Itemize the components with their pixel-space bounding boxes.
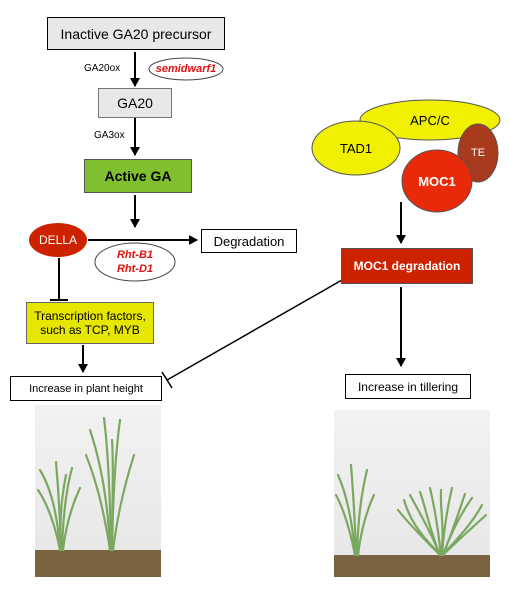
precursor-box: Inactive GA20 precursor	[47, 17, 225, 50]
tf-line2: such as TCP, MYB	[40, 323, 140, 337]
rht-b1-label: Rht-B1	[116, 249, 154, 261]
della-label: DELLA	[38, 233, 78, 247]
inhibit-moc1-to-height	[166, 279, 343, 381]
moc1-oval	[401, 149, 473, 213]
plant-height-box: Increase in plant height	[10, 376, 162, 401]
tillering-box: Increase in tillering	[345, 374, 471, 399]
rht-oval	[94, 242, 176, 282]
degradation-box: Degradation	[201, 229, 297, 253]
te-label: TE	[470, 147, 486, 159]
inhibit-bar-moc1	[161, 371, 173, 389]
semidwarf1-label: semidwarf1	[155, 63, 217, 75]
plant-height-label: Increase in plant height	[29, 382, 143, 395]
precursor-label: Inactive GA20 precursor	[60, 25, 212, 42]
apcc-label: APC/C	[410, 112, 450, 128]
transcription-factors-box: Transcription factors, such as TCP, MYB	[26, 302, 154, 344]
tf-line1: Transcription factors,	[34, 309, 146, 323]
ga20-label: GA20	[117, 95, 153, 111]
tillering-illustration	[334, 410, 490, 577]
degradation-label: Degradation	[213, 233, 285, 249]
tillering-label: Increase in tillering	[357, 379, 459, 394]
moc1-label: MOC1	[418, 173, 456, 189]
ga20-box: GA20	[98, 88, 172, 118]
ga3ox-label: GA3ox	[94, 130, 125, 141]
tad1-oval	[311, 120, 401, 176]
moc1-degradation-label: MOC1 degradation	[353, 259, 461, 273]
semidwarf1-oval	[148, 57, 224, 81]
della-oval	[29, 223, 87, 257]
tad1-label: TAD1	[339, 140, 373, 156]
ga20ox-label: GA20ox	[84, 63, 121, 74]
active-ga-label: Active GA	[104, 168, 172, 184]
apcc-oval	[359, 99, 501, 141]
rht-d1-label: Rht-D1	[116, 263, 154, 275]
active-ga-box: Active GA	[84, 159, 192, 193]
rht-labels: Rht-B1 Rht-D1	[95, 243, 175, 281]
plant-height-illustration	[35, 405, 161, 577]
moc1-degradation-box: MOC1 degradation	[341, 248, 473, 284]
